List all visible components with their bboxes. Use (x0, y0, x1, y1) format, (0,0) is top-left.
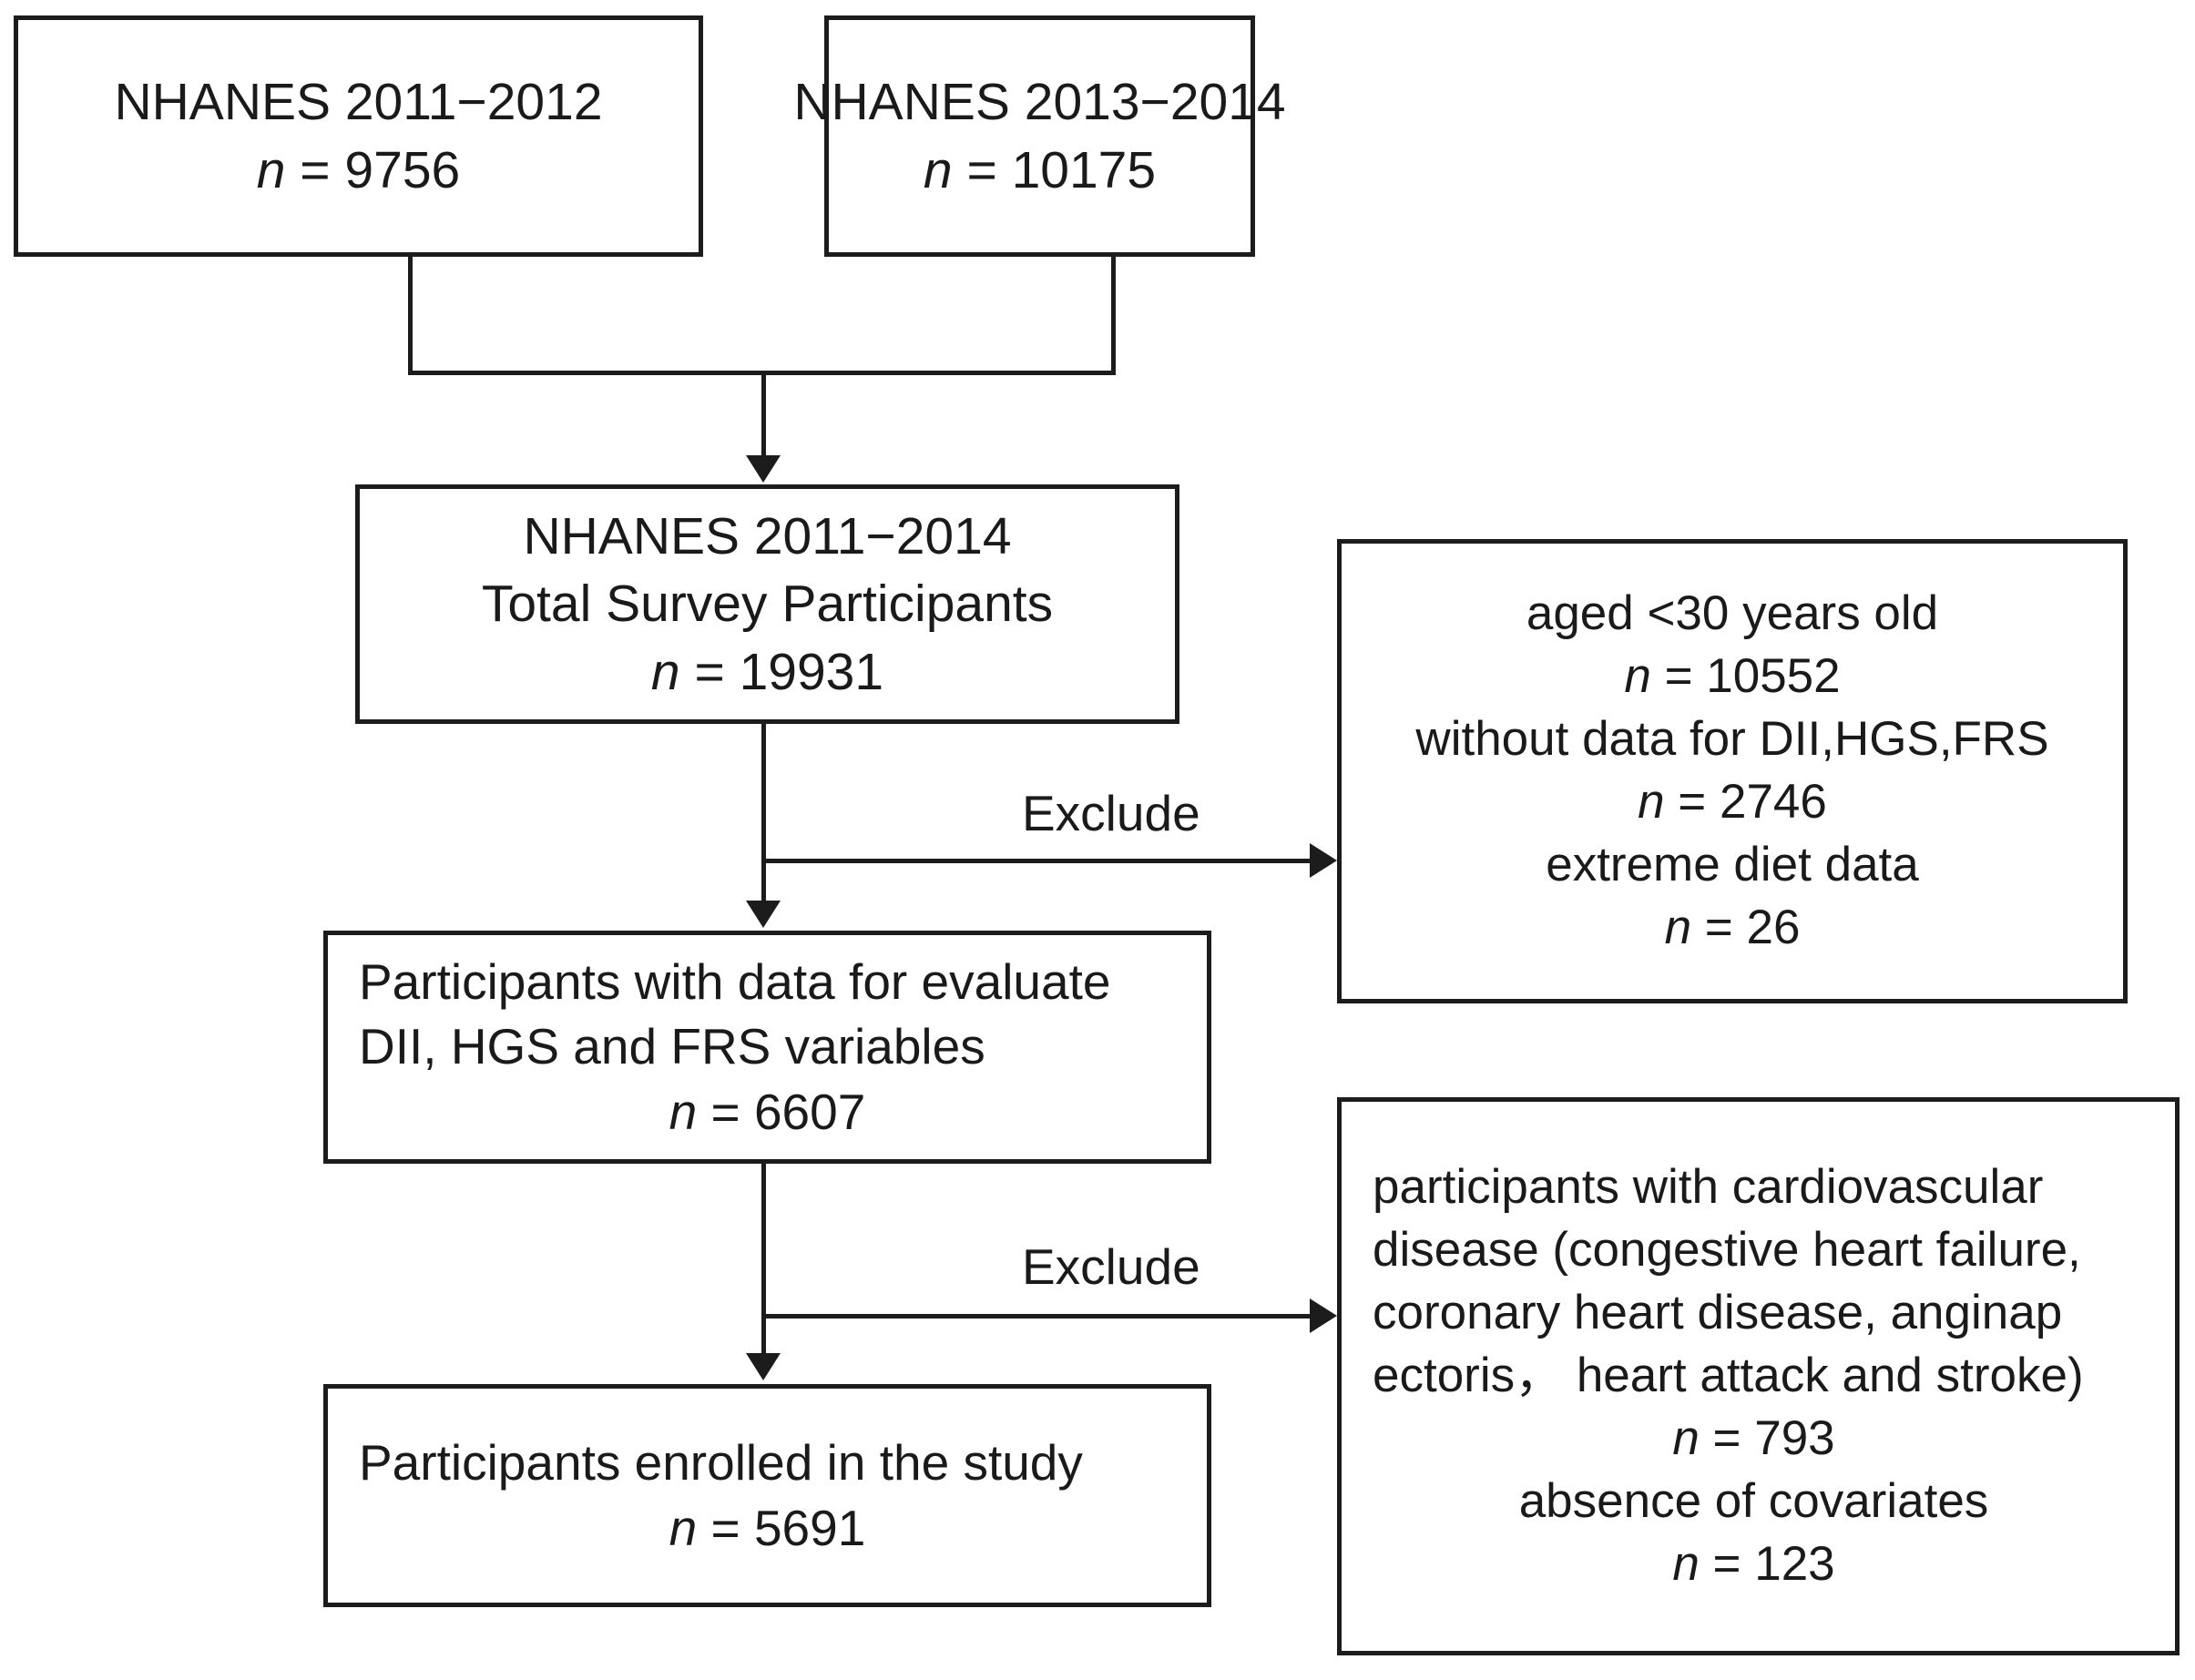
n-symbol: n (1672, 1410, 1700, 1465)
box-exclusion-criteria-two: participants with cardiovascular disease… (1337, 1097, 2180, 1655)
exclusion-2-line5: absence of covariates (1518, 1473, 1989, 1528)
n-symbol: n (650, 642, 680, 701)
n-value-text: = 10552 (1650, 649, 1841, 704)
enrolled-line1: Participants enrolled in the study (359, 1434, 1083, 1491)
exclude-branch-1-line (761, 859, 1312, 863)
box-total-line2: Total Survey Participants (481, 575, 1054, 634)
box-total-line1: NHANES 2011−2014 (523, 507, 1012, 566)
connector-merge-spine (761, 371, 766, 459)
exclusion-1-count3: n = 26 (1665, 897, 1801, 960)
connector-right-drop (1111, 257, 1116, 375)
n-value-text: = 26 (1691, 900, 1801, 954)
exclusion-2-line2: disease (congestive heart failure, (1373, 1223, 2081, 1278)
exclusion-1-line1: aged <30 years old (1526, 586, 1939, 641)
exclusion-1-line2: without data for DII,HGS,FRS (1415, 712, 2049, 767)
exclusion-1-count2: n = 2746 (1638, 771, 1827, 834)
exclusion-2-count1: n = 793 (1373, 1408, 2175, 1471)
with-data-line2: DII, HGS and FRS variables (359, 1018, 985, 1075)
box-2013-2014-count: n = 10175 (924, 137, 1156, 204)
arrow-right-exclude-2-icon (1310, 1298, 1337, 1333)
exclusion-1-count1: n = 10552 (1624, 646, 1840, 708)
arrow-down-to-withdata-icon (746, 901, 781, 928)
exclusion-1-line3: extreme diet data (1546, 837, 1919, 891)
exclude-label-1: Exclude (1022, 785, 1200, 841)
box-participants-with-data: Participants with data for evaluate DII,… (323, 931, 1211, 1164)
spine-total-to-withdata (761, 724, 766, 904)
box-2013-2014-line1: NHANES 2013−2014 (793, 73, 1286, 132)
n-value-text: = 5691 (697, 1499, 866, 1556)
box-total-count: n = 19931 (651, 638, 883, 706)
exclusion-2-text-block: participants with cardiovascular disease… (1342, 1156, 2175, 1595)
n-symbol: n (1664, 900, 1692, 954)
arrow-right-exclude-1-icon (1310, 843, 1337, 878)
n-value-text: = 9756 (285, 140, 461, 199)
with-data-text-block: Participants with data for evaluate DII,… (328, 950, 1207, 1145)
spine-withdata-to-enrolled (761, 1164, 766, 1357)
n-symbol: n (923, 140, 953, 199)
box-nhanes-2011-2012: NHANES 2011−2012 n = 9756 (14, 15, 703, 257)
exclusion-2-line3: coronary heart disease, anginap (1373, 1286, 2063, 1340)
exclusion-2-line1: participants with cardiovascular (1373, 1160, 2044, 1215)
n-value-text: = 793 (1699, 1410, 1835, 1465)
box-2011-2012-count: n = 9756 (257, 137, 460, 204)
with-data-count: n = 6607 (359, 1080, 1207, 1145)
n-symbol: n (1672, 1536, 1700, 1591)
n-symbol: n (1624, 649, 1651, 704)
box-2011-2012-line1: NHANES 2011−2012 (114, 73, 603, 132)
n-value-text: = 123 (1699, 1536, 1835, 1591)
exclude-label-2: Exclude (1022, 1238, 1200, 1295)
arrow-down-to-total-icon (746, 455, 781, 483)
enrolled-count: n = 5691 (359, 1496, 1207, 1562)
exclude-branch-2-line (761, 1314, 1312, 1319)
box-exclusion-criteria-one: aged <30 years old n = 10552 without dat… (1337, 539, 2128, 1003)
enrolled-text-block: Participants enrolled in the study n = 5… (328, 1431, 1207, 1561)
box-total-survey-participants: NHANES 2011−2014 Total Survey Participan… (355, 484, 1179, 724)
n-symbol: n (669, 1499, 698, 1556)
n-value-text: = 6607 (697, 1083, 866, 1140)
n-symbol: n (1638, 775, 1665, 829)
n-value-text: = 10175 (952, 140, 1157, 199)
exclusion-2-count2: n = 123 (1373, 1533, 2175, 1596)
arrow-down-to-enrolled-icon (746, 1353, 781, 1380)
with-data-line1: Participants with data for evaluate (359, 952, 1111, 1010)
n-value-text: = 2746 (1664, 775, 1827, 829)
exclusion-2-line4: ectoris， heart attack and stroke) (1373, 1349, 2084, 1403)
n-value-text: = 19931 (679, 642, 884, 701)
n-symbol: n (256, 140, 286, 199)
box-nhanes-2013-2014: NHANES 2013−2014 n = 10175 (793, 15, 1286, 257)
box-participants-enrolled: Participants enrolled in the study n = 5… (323, 1384, 1211, 1607)
connector-left-drop (408, 257, 413, 375)
n-symbol: n (669, 1083, 698, 1140)
